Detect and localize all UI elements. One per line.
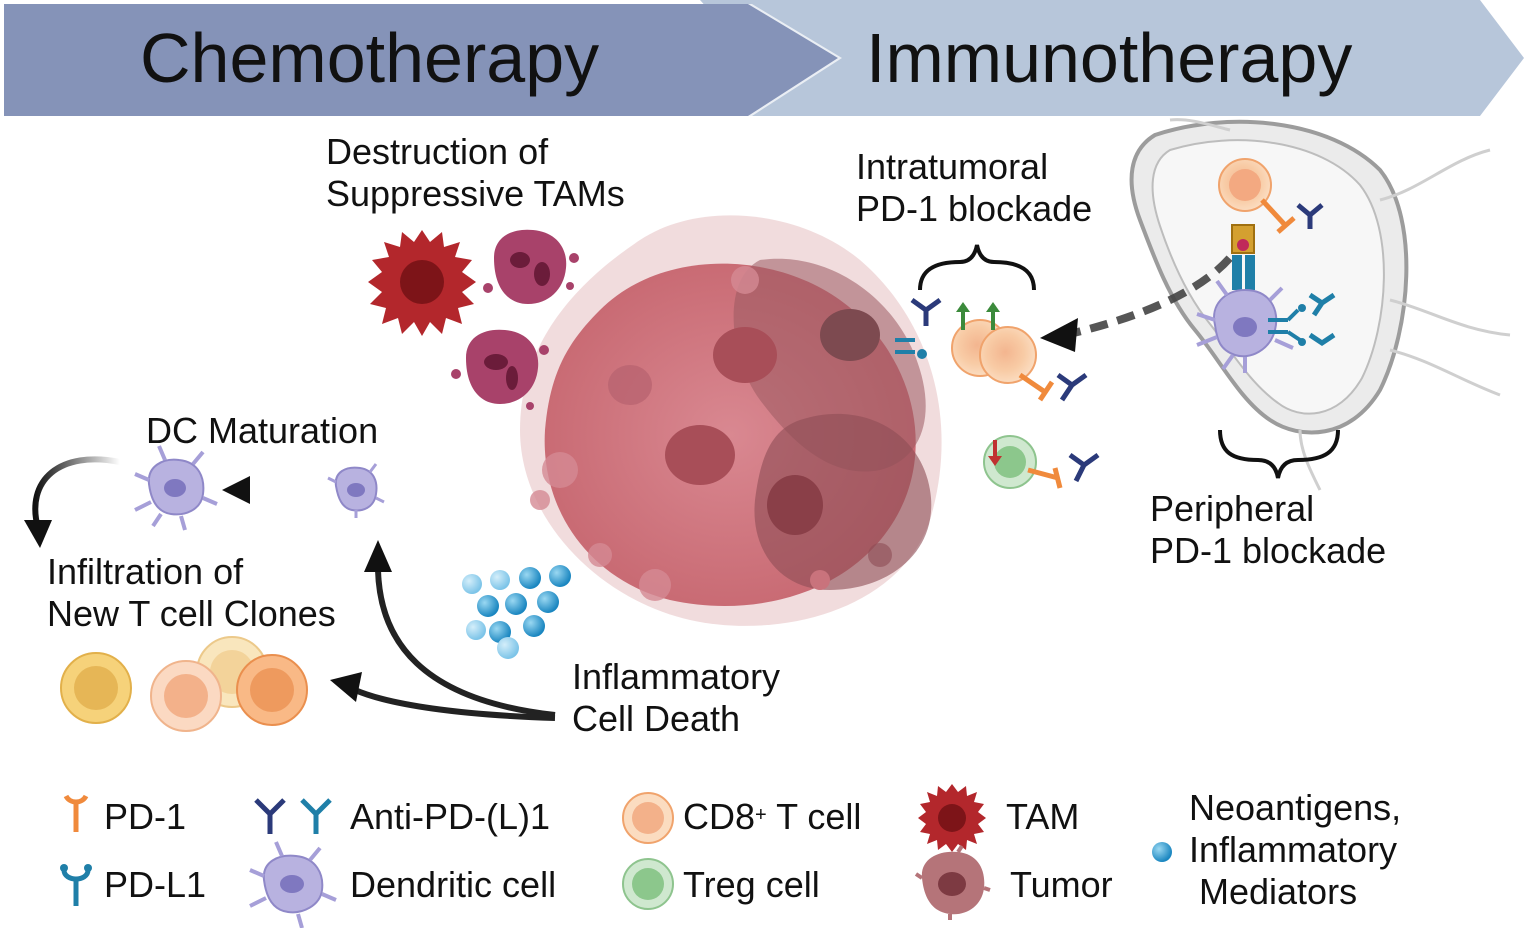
- dc-maturation-group: [24, 445, 385, 548]
- tam-destruction-label-line2: Suppressive TAMs: [326, 173, 625, 214]
- chemotherapy-title: Chemotherapy: [140, 19, 600, 97]
- cell-death-arrows: [330, 540, 556, 721]
- immunotherapy-title: Immunotherapy: [866, 19, 1353, 97]
- peripheral-label-line1: Peripheral: [1150, 488, 1315, 529]
- mature-dc: [134, 445, 218, 531]
- infiltration-label-line2: New T cell Clones: [47, 593, 336, 634]
- legend-icons: [60, 784, 1172, 928]
- transfer-arrow: [1040, 233, 1249, 352]
- pdl1-legend-icon: [60, 864, 92, 906]
- neoantigen-legend-icon: [1152, 842, 1172, 862]
- legend-cd8-suffix: T cell: [766, 796, 862, 837]
- legend-cd8-text: CD8: [683, 796, 756, 837]
- dendritic-legend-icon: [249, 841, 337, 928]
- anti-pd-legend-icon: [254, 798, 332, 834]
- neoantigen-cluster: [462, 565, 571, 659]
- legend-cd8: CD8+ T cell: [683, 796, 861, 838]
- lymph-node: [1129, 118, 1511, 491]
- cell-death-label-line2: Cell Death: [572, 698, 741, 739]
- intratumoral-label-line1: Intratumoral: [856, 146, 1049, 187]
- tumor-mass: [520, 215, 942, 626]
- intratumoral-bracket: [918, 244, 1036, 291]
- lymph-node-synapse: [1196, 158, 1336, 373]
- legend-neo-line1: Neoantigens,: [1189, 787, 1402, 828]
- banner: [4, 0, 1524, 116]
- new-t-cell-clones: [60, 636, 308, 732]
- legend-cd8-sup: +: [755, 804, 767, 826]
- intratumoral-t-cells: [895, 297, 1100, 489]
- tam-destruction-label-line1: Destruction of: [326, 131, 549, 172]
- cell-death-label-line1: Inflammatory: [572, 656, 781, 697]
- dc-maturation-label: DC Maturation: [146, 410, 379, 451]
- legend-pd1: PD-1: [104, 796, 187, 837]
- tam-legend-icon: [918, 784, 986, 852]
- legend-dendritic: Dendritic cell: [350, 864, 557, 905]
- legend-anti-pd: Anti-PD-(L)1: [350, 796, 551, 837]
- legend-tumor: Tumor: [1010, 864, 1113, 905]
- immunotherapy-banner: [700, 0, 1524, 116]
- pd1-legend-icon: [63, 794, 89, 832]
- legend-treg: Treg cell: [683, 864, 820, 905]
- peripheral-label-line2: PD-1 blockade: [1150, 530, 1387, 571]
- legend-neo-line3: Mediators: [1199, 871, 1358, 912]
- tam-dying-2: [451, 329, 549, 410]
- infiltration-label-line1: Infiltration of: [47, 551, 244, 592]
- tam-cells: [368, 229, 579, 410]
- treg-legend-icon: [622, 858, 674, 910]
- tumor-legend-icon: [914, 844, 991, 920]
- legend-tam: TAM: [1006, 796, 1080, 837]
- chemotherapy-banner: [4, 4, 838, 116]
- legend-pdl1: PD-L1: [104, 864, 207, 905]
- legend-neo-line2: Inflammatory: [1189, 829, 1398, 870]
- peripheral-bracket: [1218, 429, 1340, 479]
- cd8-legend-icon: [622, 792, 674, 844]
- tam-spiky: [368, 230, 476, 336]
- tam-dying-1: [483, 229, 579, 304]
- immature-dc: [327, 463, 385, 518]
- intratumoral-label-line2: PD-1 blockade: [856, 188, 1093, 229]
